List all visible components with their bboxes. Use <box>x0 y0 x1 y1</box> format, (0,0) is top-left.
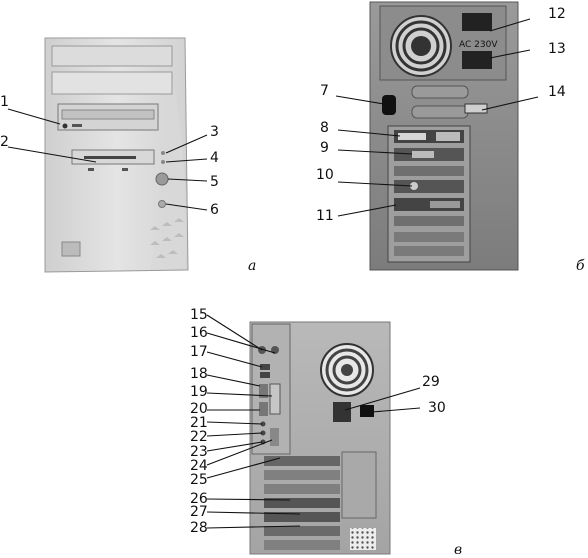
rear-label-8: 8 <box>320 120 329 136</box>
vent-grill <box>350 528 376 550</box>
atx-label-23: 23 <box>190 444 208 460</box>
atx-label-21: 21 <box>190 415 208 431</box>
reset-indicator <box>161 151 165 155</box>
atx-label-16: 16 <box>190 325 208 341</box>
atx-label-20: 20 <box>190 401 208 417</box>
atx-label-27: 27 <box>190 504 208 520</box>
atx-label-19: 19 <box>190 384 208 400</box>
rear-panel-atx-leaders <box>206 314 421 529</box>
front-label-4: 4 <box>210 150 219 166</box>
atx-label-30: 30 <box>428 400 446 416</box>
atx-label-25: 25 <box>190 472 208 488</box>
atx-label-28: 28 <box>190 520 208 536</box>
power-outlet <box>462 13 492 31</box>
atx-label-29: 29 <box>422 374 440 390</box>
power-inlet <box>462 51 492 69</box>
front-label-3: 3 <box>210 124 219 140</box>
panel-letter-a: а <box>248 258 256 274</box>
atx-label-24: 24 <box>190 458 208 474</box>
parallel-port <box>464 103 488 114</box>
reset-button <box>158 200 166 208</box>
rear-label-14: 14 <box>548 84 566 100</box>
rear-label-9: 9 <box>320 140 329 156</box>
front-panel-leaders <box>7 108 208 211</box>
panel-letter-c: в <box>454 542 462 558</box>
rear-panel-at-leaders <box>335 18 539 217</box>
atx-label-15: 15 <box>190 307 208 323</box>
rear-label-10: 10 <box>316 167 334 183</box>
power-led <box>161 160 165 164</box>
rear-label-7: 7 <box>320 83 329 99</box>
rear-panel-at-photo: AC 230V <box>369 1 519 271</box>
atx-label-22: 22 <box>190 429 208 445</box>
atx-label-18: 18 <box>190 366 208 382</box>
rear-label-13: 13 <box>548 41 566 57</box>
rear-label-12: 12 <box>548 6 566 22</box>
front-label-1: 1 <box>0 94 9 110</box>
atx-label-17: 17 <box>190 344 208 360</box>
atx-power-inlet <box>333 402 351 422</box>
front-panel-photo <box>44 37 189 273</box>
panel-letter-b: б <box>576 258 585 274</box>
rear-panel-atx-photo <box>249 321 391 555</box>
psu-voltage-text: AC 230V <box>459 40 498 50</box>
rear-label-11: 11 <box>316 208 334 224</box>
front-label-5: 5 <box>210 174 219 190</box>
front-label-6: 6 <box>210 202 219 218</box>
front-label-2: 2 <box>0 134 9 150</box>
atx-label-26: 26 <box>190 491 208 507</box>
atx-power-switch <box>360 405 374 417</box>
power-button <box>155 172 169 186</box>
